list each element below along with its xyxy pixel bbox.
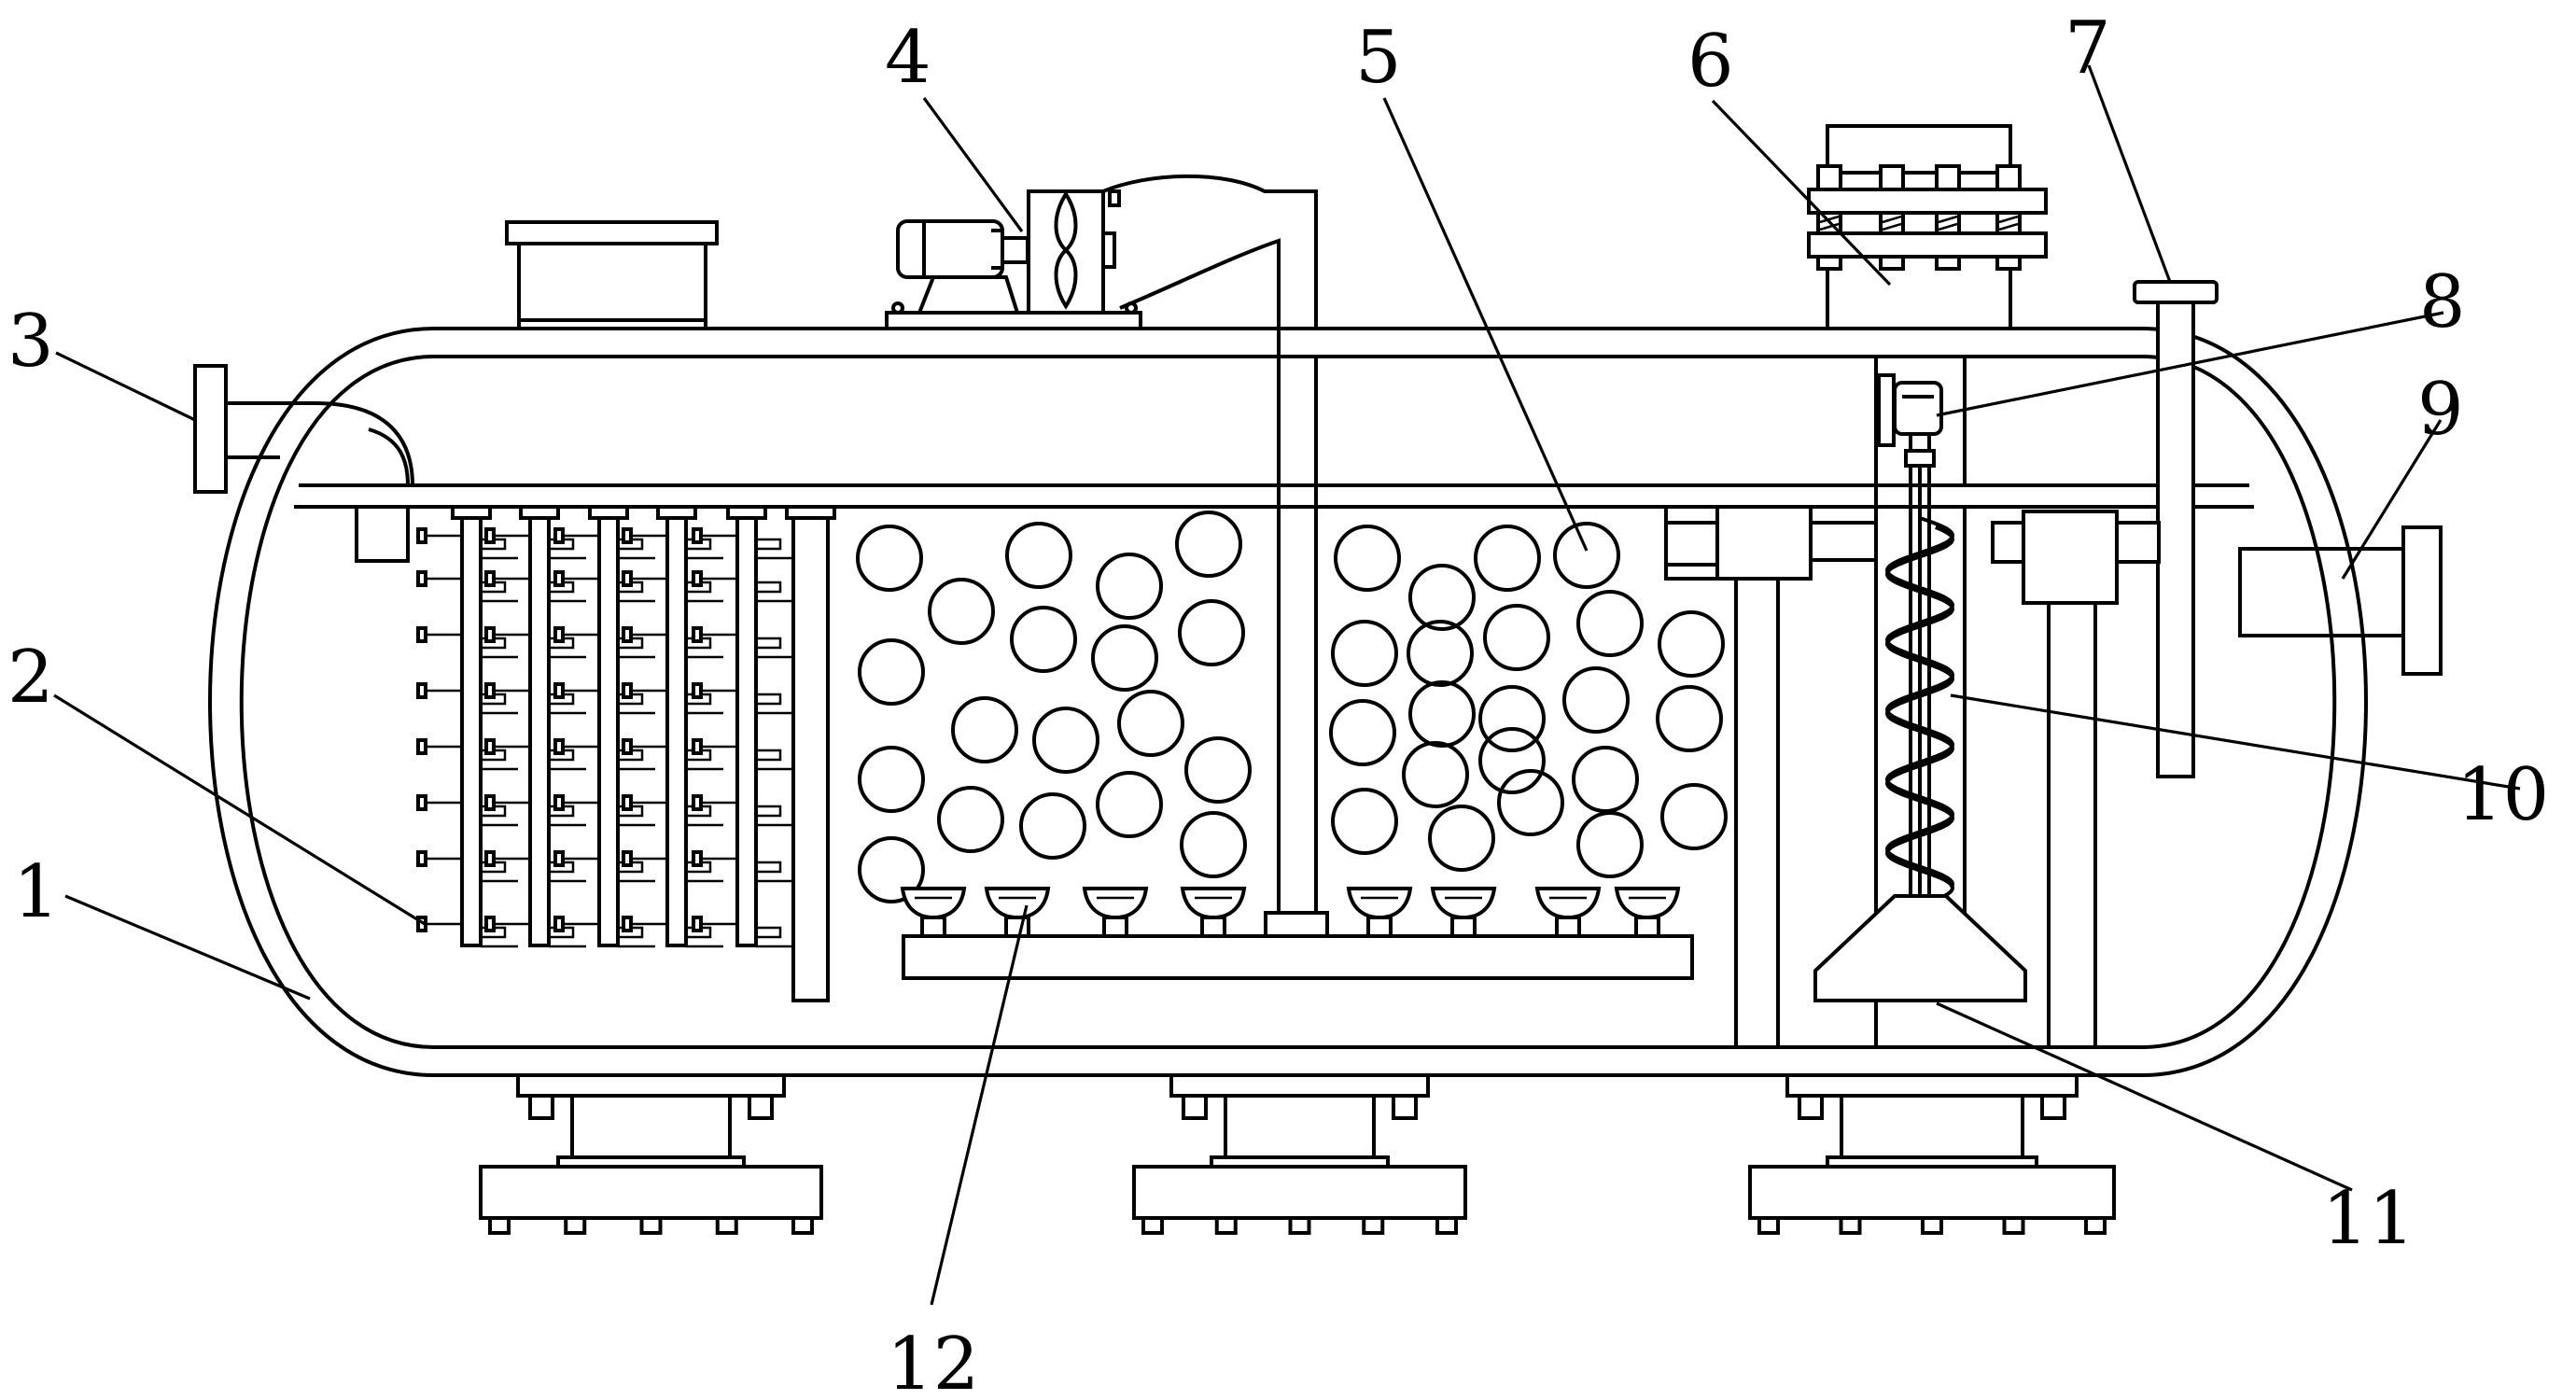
callout-11: 11 — [2322, 1177, 2415, 1261]
aeration-diffuser — [900, 887, 1694, 980]
callout-12: 12 — [887, 1323, 979, 1400]
callout-9: 9 — [2417, 368, 2464, 452]
callout-4: 4 — [885, 16, 931, 100]
leader-lines — [53, 64, 2521, 1306]
baffle-cap — [785, 505, 836, 520]
tube-bundle — [416, 505, 793, 948]
filler-balls — [856, 511, 1728, 903]
screw-separator — [1664, 357, 2161, 1047]
top-flange-nozzle — [1807, 124, 2048, 330]
outlet-pipe — [2238, 525, 2443, 676]
callout-1: 1 — [13, 850, 60, 934]
callout-7: 7 — [2065, 7, 2111, 91]
inlet-pipe — [193, 364, 414, 563]
callout-8: 8 — [2419, 260, 2466, 344]
callout-6: 6 — [1687, 20, 1734, 104]
flange-bolts — [1816, 164, 2022, 271]
baffle-plate — [791, 511, 830, 1002]
callout-labels: 1 2 3 4 5 6 7 8 9 10 11 12 — [7, 7, 2549, 1400]
callout-5: 5 — [1355, 16, 1402, 100]
top-manhole — [505, 220, 719, 330]
callout-2: 2 — [7, 636, 54, 720]
callout-10: 10 — [2457, 753, 2549, 837]
callout-3: 3 — [7, 300, 54, 384]
support-saddles — [479, 1073, 2116, 1235]
